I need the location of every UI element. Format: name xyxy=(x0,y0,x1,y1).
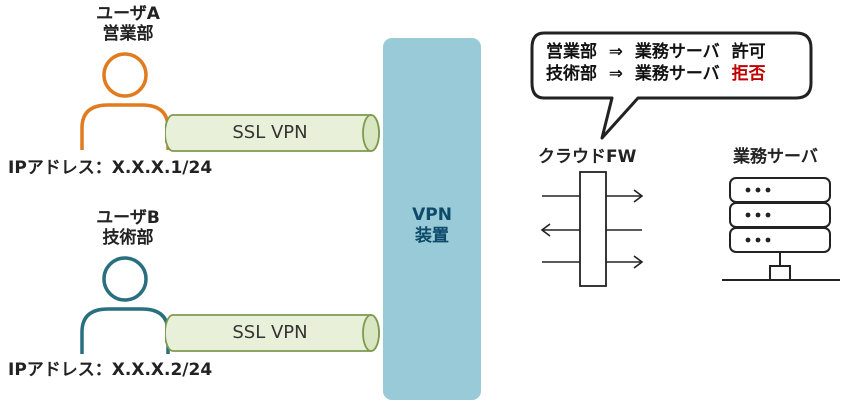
vpn-device-line1: VPN xyxy=(412,205,452,225)
firewall-icon xyxy=(540,171,644,287)
user-a-label: ユーザA 営業部 xyxy=(78,4,178,44)
rule-1-source: 営業部 xyxy=(546,42,597,62)
vpn-device-line2: 装置 xyxy=(415,226,449,246)
rule-1-target: 業務サーバ xyxy=(634,42,720,62)
ssl-vpn-label-b: SSL VPN xyxy=(232,322,308,343)
rule-callout-bubble xyxy=(530,31,813,140)
user-a-dept: 営業部 xyxy=(102,24,154,44)
user-b-label: ユーザB 技術部 xyxy=(78,208,178,248)
ssl-vpn-tunnel-a xyxy=(165,114,380,152)
user-a-name: ユーザA xyxy=(96,4,160,24)
ssl-vpn-tunnel-b xyxy=(165,314,380,352)
rule-row-1: 営業部 ⇒ 業務サーバ 許可 xyxy=(546,41,766,63)
rule-1-arrow: ⇒ xyxy=(608,42,624,62)
user-b-ip: IPアドレス：X.X.X.2/24 xyxy=(8,360,213,380)
user-b-name: ユーザB xyxy=(96,208,160,228)
vpn-device-label: VPN 装置 xyxy=(383,205,481,247)
server-label: 業務サーバ xyxy=(733,147,818,167)
rule-row-2: 技術部 ⇒ 業務サーバ 拒否 xyxy=(546,63,766,85)
user-b-icon xyxy=(80,256,170,354)
firewall-label: クラウドFW xyxy=(538,147,637,167)
rule-2-target: 業務サーバ xyxy=(634,64,720,84)
ssl-vpn-label-a: SSL VPN xyxy=(232,122,308,143)
user-b-dept: 技術部 xyxy=(102,228,154,248)
rule-2-source: 技術部 xyxy=(546,64,597,84)
vpn-device-box xyxy=(383,38,481,400)
server-icon xyxy=(722,177,840,281)
rule-2-action: 拒否 xyxy=(731,64,766,84)
rule-1-action: 許可 xyxy=(731,42,766,62)
user-a-icon xyxy=(80,52,170,150)
user-a-ip: IPアドレス：X.X.X.1/24 xyxy=(8,158,213,178)
rule-2-arrow: ⇒ xyxy=(608,64,624,84)
